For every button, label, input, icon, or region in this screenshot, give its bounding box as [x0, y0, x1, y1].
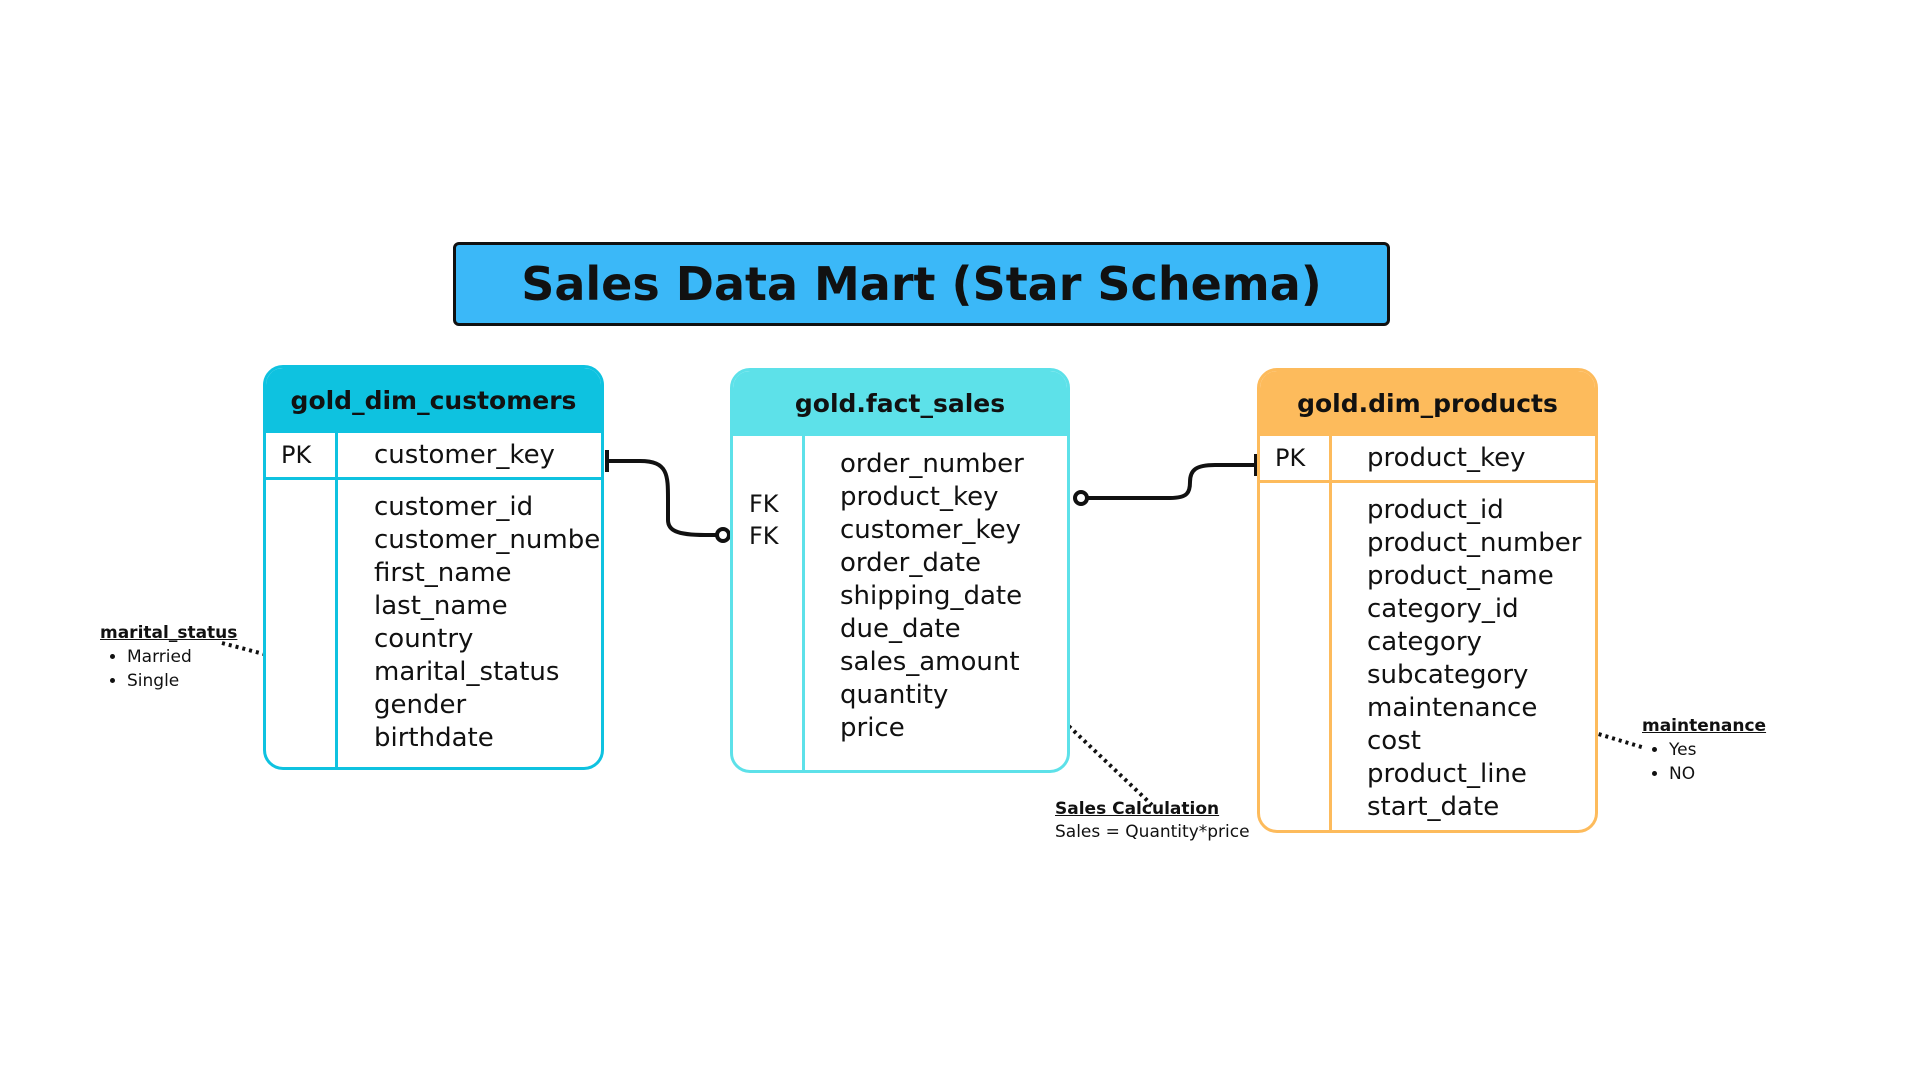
column-name: cost: [1367, 726, 1421, 756]
column-name: birthdate: [374, 723, 494, 753]
marital-status-note: marital_status Married Single: [100, 623, 237, 693]
note-title: maintenance: [1642, 716, 1767, 736]
zero-circle-marker: [1073, 490, 1089, 506]
column-name: order_number: [840, 449, 1024, 479]
column-name: order_date: [840, 548, 981, 578]
products-table: gold.dim_products PK product_key product…: [1257, 368, 1598, 833]
note-item: Yes: [1669, 738, 1766, 762]
column-divider: [1329, 436, 1332, 830]
note-list: Married Single: [100, 645, 237, 693]
customers-columns: customer_id customer_number first_name l…: [374, 491, 604, 755]
column-name: shipping_date: [840, 581, 1023, 611]
column-name: quantity: [840, 680, 949, 710]
column-name: category: [1367, 627, 1482, 657]
pk-column: product_key: [1367, 443, 1526, 473]
fact-table-body: FK FK order_number product_key customer_…: [733, 436, 1067, 770]
column-name: customer_id: [374, 492, 534, 522]
customers-table-name: gold_dim_customers: [266, 368, 601, 433]
column-name: last_name: [374, 591, 508, 621]
column-name: product_key: [840, 482, 999, 512]
column-name: customer_key: [840, 515, 1021, 545]
products-columns: product_id product_number product_name c…: [1367, 494, 1581, 824]
primary-key-row: PK customer_key: [266, 433, 601, 480]
note-item: Single: [127, 669, 237, 693]
primary-key-row: PK product_key: [1260, 436, 1595, 483]
column-name: customer_number: [374, 525, 604, 555]
fk-label: FK: [749, 522, 779, 550]
column-divider: [802, 436, 805, 770]
pk-label: PK: [281, 441, 312, 469]
note-title: Sales Calculation: [1055, 799, 1220, 819]
fk-label: FK: [749, 490, 779, 518]
maintenance-note: maintenance Yes NO: [1642, 716, 1766, 786]
note-item: NO: [1669, 762, 1766, 786]
column-name: category_id: [1367, 594, 1519, 624]
note-title: marital_status: [100, 623, 238, 643]
column-name: due_date: [840, 614, 961, 644]
column-name: start_date: [1367, 792, 1500, 822]
column-name: price: [840, 713, 905, 743]
customers-table: gold_dim_customers PK customer_key custo…: [263, 365, 604, 770]
column-divider: [335, 433, 338, 767]
sales-calculation-note: Sales Calculation Sales = Quantity*price: [1055, 799, 1250, 845]
column-name: country: [374, 624, 474, 654]
column-name: maintenance: [1367, 693, 1538, 723]
products-table-name: gold.dim_products: [1260, 371, 1595, 436]
column-name: product_id: [1367, 495, 1504, 525]
fact-table-name: gold.fact_sales: [733, 371, 1067, 436]
column-name: subcategory: [1367, 660, 1529, 690]
column-name: sales_amount: [840, 647, 1020, 677]
column-name: product_line: [1367, 759, 1527, 789]
customers-table-body: PK customer_key customer_id customer_num…: [266, 433, 601, 767]
customers-fact-relationship-line: [607, 459, 718, 537]
fact-products-relationship-line: [1086, 463, 1255, 500]
column-name: marital_status: [374, 657, 560, 687]
products-table-body: PK product_key product_id product_number…: [1260, 436, 1595, 830]
column-name: product_number: [1367, 528, 1582, 558]
pk-column: customer_key: [374, 440, 555, 470]
diagram-title: Sales Data Mart (Star Schema): [453, 242, 1390, 326]
foreign-key-labels: FK FK: [749, 488, 779, 552]
note-list: Yes NO: [1642, 738, 1766, 786]
pk-label: PK: [1275, 444, 1306, 472]
note-item: Married: [127, 645, 237, 669]
column-name: first_name: [374, 558, 512, 588]
note-text: Sales = Quantity*price: [1055, 822, 1250, 842]
fact-columns: order_number product_key customer_key or…: [840, 448, 1024, 745]
fact-sales-table: gold.fact_sales FK FK order_number produ…: [730, 368, 1070, 773]
column-name: product_name: [1367, 561, 1554, 591]
column-name: gender: [374, 690, 467, 720]
zero-circle-marker: [715, 527, 731, 543]
